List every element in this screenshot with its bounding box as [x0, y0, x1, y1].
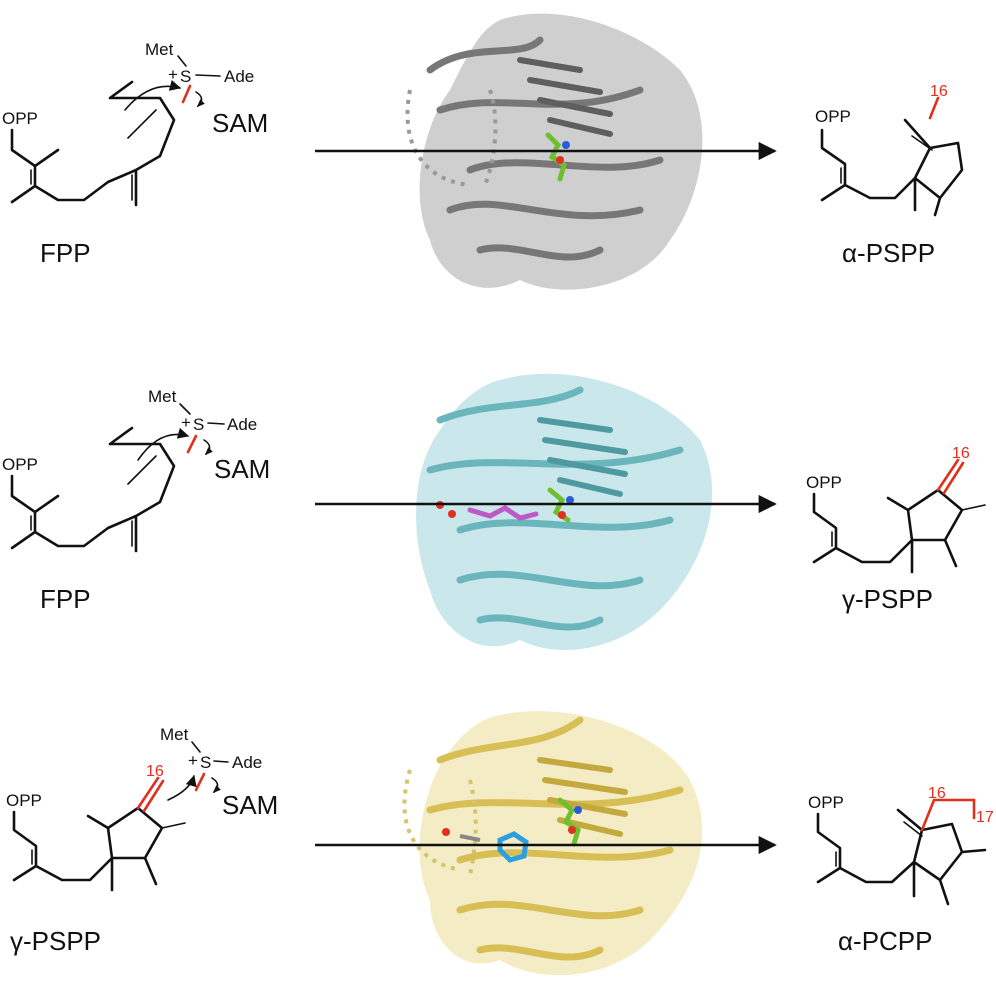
- protein-ribbon-yellow: [402, 711, 703, 976]
- carbon-16-label-2: 16: [952, 445, 970, 462]
- ligand-green-3: [557, 797, 582, 847]
- met-label: Met: [145, 40, 174, 59]
- product-structure-alpha-pcpp: OPP 16 17 α-PCPP: [808, 785, 994, 956]
- sam-label-2: SAM: [214, 454, 270, 484]
- row-3: OPP 16 γ-PSPP Met + S Ade SAM: [6, 711, 994, 976]
- carbon-17-label: 17: [976, 809, 994, 826]
- sam-label-3: SAM: [222, 790, 278, 820]
- substrate-label-2: FPP: [40, 584, 91, 614]
- substrate-structure-gamma-pspp: OPP 16 γ-PSPP: [6, 763, 186, 956]
- carbon-16-label-3: 16: [928, 785, 946, 802]
- sam-cofactor-3: Met + S Ade SAM: [160, 725, 278, 820]
- product-structure-alpha-pspp: OPP 16 α-PSPP: [815, 83, 964, 268]
- substrate-structure-fpp-2: OPP FPP: [2, 426, 176, 614]
- substrate-label: FPP: [40, 238, 91, 268]
- opp-label-3: OPP: [6, 791, 42, 810]
- product-label: α-PSPP: [842, 238, 935, 268]
- opp-label: OPP: [2, 109, 38, 128]
- substrate-structure-fpp: OPP FPP: [2, 80, 176, 268]
- sam-label: SAM: [212, 108, 268, 138]
- opp-label-2: OPP: [2, 455, 38, 474]
- opp-label-product-3: OPP: [808, 793, 844, 812]
- sulfur-label-2: S: [193, 415, 204, 434]
- row-1: OPP FPP Met + S Ade SAM: [2, 13, 964, 290]
- row-2: OPP FPP Met + S Ade SAM: [2, 373, 986, 650]
- ligand-green-2: [547, 487, 574, 523]
- protein-ribbon-teal: [416, 373, 713, 650]
- sulfur-label-3: S: [200, 753, 211, 772]
- product-structure-gamma-pspp: OPP 16 γ-PSPP: [806, 445, 986, 614]
- ade-label-3: Ade: [232, 753, 262, 772]
- ade-label: Ade: [224, 67, 254, 86]
- opp-label-product-2: OPP: [806, 473, 842, 492]
- charge-label-3: +: [188, 751, 198, 770]
- sam-cofactor-2: Met + S Ade SAM: [137, 387, 270, 484]
- product-label-2: γ-PSPP: [842, 584, 933, 614]
- charge-label: +: [168, 65, 178, 84]
- opp-label-product-1: OPP: [815, 107, 851, 126]
- ade-label-2: Ade: [227, 415, 257, 434]
- substrate-label-3: γ-PSPP: [10, 926, 101, 956]
- met-label-2: Met: [148, 387, 177, 406]
- sulfur-label: S: [180, 67, 191, 86]
- met-label-3: Met: [160, 725, 189, 744]
- carbon-16-substrate-label: 16: [146, 763, 164, 780]
- product-label-3: α-PCPP: [838, 926, 933, 956]
- sam-cofactor: Met + S Ade SAM: [124, 40, 268, 138]
- carbon-16-label: 16: [930, 83, 948, 100]
- ligand-blue: [442, 828, 529, 863]
- ligand-green: [545, 132, 570, 182]
- charge-label-2: +: [181, 413, 191, 432]
